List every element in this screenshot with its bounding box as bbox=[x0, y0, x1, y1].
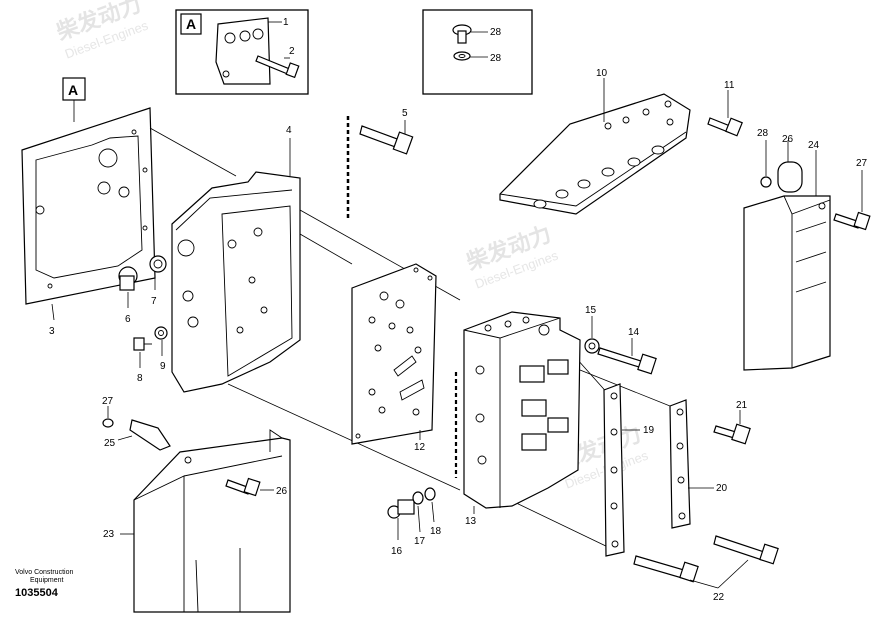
footer-dept: Equipment bbox=[30, 577, 64, 584]
valve-housing-4: 4 bbox=[171, 125, 301, 393]
callout-5: 5 bbox=[402, 108, 408, 119]
callout-26: 26 bbox=[782, 134, 794, 145]
detail-letter-box bbox=[180, 13, 202, 35]
bolt-14-washer-15: 15 14 bbox=[584, 305, 657, 375]
callout-10: 10 bbox=[596, 68, 608, 79]
callout-9: 9 bbox=[160, 361, 166, 372]
bracket-10: 10 11 bbox=[499, 68, 743, 215]
fittings-16-17-18: 16 17 18 bbox=[387, 487, 442, 557]
callout-19: 19 bbox=[643, 425, 655, 436]
watermark: 柴发动力 Diesel-Engines bbox=[462, 221, 560, 292]
callout-21: 21 bbox=[736, 400, 748, 411]
callout-25: 25 bbox=[104, 438, 116, 449]
callout-11: 11 bbox=[724, 80, 735, 91]
callout-7: 7 bbox=[151, 296, 157, 307]
callout-30: 28 bbox=[490, 53, 502, 64]
callout-29: 28 bbox=[490, 27, 502, 38]
watermark: 柴发动力 Diesel-Engines bbox=[52, 0, 150, 62]
callout-27b: 26 bbox=[276, 486, 288, 497]
callout-3: 3 bbox=[49, 326, 55, 337]
marker-a: A bbox=[62, 77, 86, 122]
callout-17: 17 bbox=[414, 536, 426, 547]
callout-16: 16 bbox=[391, 546, 403, 557]
callout-6: 6 bbox=[125, 314, 131, 325]
callout-15: 15 bbox=[585, 305, 597, 316]
footer-number: 1035504 bbox=[15, 587, 59, 599]
gasket-3: 3 bbox=[21, 107, 156, 337]
strips-19-20: 19 20 bbox=[603, 383, 728, 557]
footer: Volvo Construction Equipment 1035504 bbox=[15, 569, 73, 599]
callout-22: 22 bbox=[713, 592, 725, 603]
callout-13: 13 bbox=[465, 516, 477, 527]
callout-8: 8 bbox=[137, 373, 143, 384]
fittings-6-7: 6 7 bbox=[118, 255, 167, 325]
detail-box-a: A 1 2 bbox=[175, 9, 309, 95]
detail-box-29-30: 28 28 bbox=[422, 9, 533, 95]
callout-24: 24 bbox=[808, 140, 820, 151]
callout-14: 14 bbox=[628, 327, 640, 338]
callout-4: 4 bbox=[286, 125, 292, 136]
bolts-22: 22 bbox=[633, 535, 779, 603]
callout-2: 2 bbox=[289, 46, 295, 57]
cover-24: 28 26 24 27 bbox=[743, 128, 871, 371]
footer-company: Volvo Construction bbox=[15, 569, 73, 576]
callout-20: 20 bbox=[716, 483, 728, 494]
separator-plate-12: 12 bbox=[351, 263, 458, 478]
callout-1: 1 bbox=[283, 17, 289, 28]
detail-letter: A bbox=[186, 16, 196, 32]
valve-block-13: 13 bbox=[463, 311, 581, 527]
callout-12: 12 bbox=[414, 442, 426, 453]
callout-28b: 27 bbox=[102, 396, 114, 407]
bolt-5: 5 bbox=[346, 108, 414, 218]
callout-27: 27 bbox=[856, 158, 868, 169]
marker-letter: A bbox=[68, 82, 78, 98]
callout-28: 28 bbox=[757, 128, 769, 139]
callout-23: 23 bbox=[103, 529, 115, 540]
callout-18: 18 bbox=[430, 526, 442, 537]
cover-23: 27 25 26 23 bbox=[102, 396, 291, 613]
bolt-21: 21 bbox=[713, 400, 751, 445]
axis-lines bbox=[149, 127, 681, 549]
plugs-8-9: 8 9 bbox=[133, 326, 168, 384]
